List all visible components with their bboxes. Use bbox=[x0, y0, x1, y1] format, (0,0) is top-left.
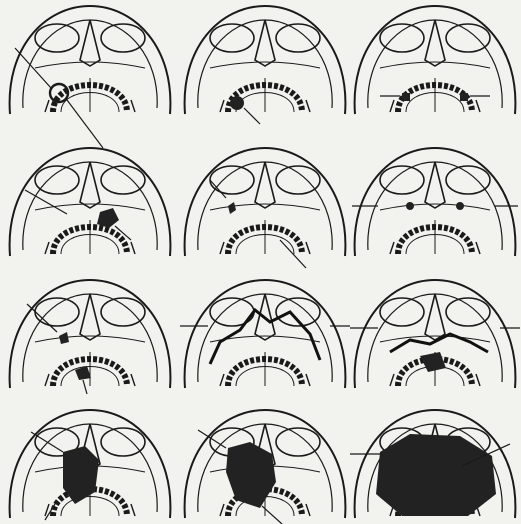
arrow bbox=[210, 180, 226, 198]
fracture-mark bbox=[406, 202, 414, 210]
panel-11 bbox=[185, 410, 346, 524]
fracture-mark bbox=[402, 93, 410, 101]
panel-1 bbox=[10, 6, 171, 148]
panel-6 bbox=[352, 148, 518, 256]
arrow bbox=[15, 48, 51, 88]
panel-5 bbox=[185, 148, 346, 268]
panel-4 bbox=[10, 148, 171, 256]
panel-2 bbox=[185, 6, 346, 124]
panel-8 bbox=[180, 280, 350, 388]
arrow bbox=[244, 108, 260, 124]
panel-10 bbox=[10, 410, 171, 520]
fracture-mark bbox=[376, 434, 496, 516]
panel-12 bbox=[350, 410, 515, 518]
arrow bbox=[83, 380, 87, 394]
fracture-mark bbox=[97, 208, 119, 228]
arrow bbox=[67, 100, 103, 148]
fracture-mark bbox=[420, 352, 446, 372]
fracture-mark bbox=[59, 332, 69, 344]
panel-7 bbox=[10, 280, 171, 394]
fracture-mark bbox=[228, 202, 236, 214]
panel-3 bbox=[355, 6, 516, 114]
fracture-mark bbox=[456, 202, 464, 210]
fracture-mark bbox=[460, 93, 468, 101]
panel-9 bbox=[350, 280, 520, 388]
fracture-mark bbox=[230, 96, 244, 110]
